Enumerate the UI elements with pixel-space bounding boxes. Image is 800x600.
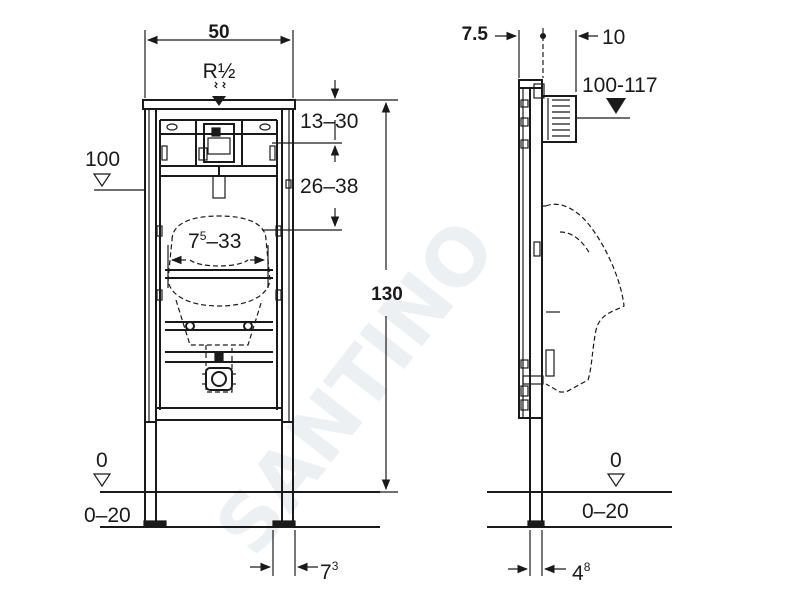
front-view: 50 R½ 13–30 26–38 75–33 <box>84 22 403 584</box>
bowl-mounting-bars <box>165 269 273 363</box>
flush-valve <box>195 119 243 199</box>
urinal-outline-side <box>522 203 625 393</box>
side-floor-level-label: 0 <box>610 449 622 472</box>
side-floor-level-marker <box>606 473 626 488</box>
dim-bowl-range <box>167 245 269 288</box>
front-frame <box>142 99 296 527</box>
side-supply-pipe <box>533 83 577 143</box>
width-label: 50 <box>208 22 229 43</box>
side-view: 7.5 10 100-117 0 0–20 48 <box>462 24 672 585</box>
drain-fitting <box>202 367 236 391</box>
dim-foot-offset <box>250 530 318 576</box>
dim-top-offset <box>272 80 398 144</box>
foot-offset-sup: 3 <box>332 559 339 573</box>
height-label: 130 <box>371 284 403 305</box>
front-floor-level-marker <box>92 473 112 488</box>
foot-width-main: 4 <box>572 562 584 585</box>
front-floor-range-label: 0–20 <box>84 504 131 527</box>
foot-width-sup: 8 <box>584 560 591 574</box>
bowl-range-sup: 5 <box>200 229 207 243</box>
dim-height <box>300 101 398 493</box>
foot-width-label: 48 <box>572 560 591 585</box>
connection-label: R½ <box>203 60 236 83</box>
front-floor-level-label: 0 <box>96 449 108 472</box>
valve-range-label: 26–38 <box>300 175 358 198</box>
top-offset-label: 13–30 <box>300 110 358 133</box>
dim-side-top <box>495 28 598 92</box>
dim-valve-range <box>262 144 342 231</box>
pipe-offset-label: 10 <box>602 26 625 49</box>
bowl-range-main: 7 <box>188 230 200 253</box>
pipe-range-label: 100-117 <box>582 74 658 97</box>
side-floor-range-label: 0–20 <box>582 500 629 523</box>
side-frame <box>518 79 545 527</box>
bowl-range-tail: –33 <box>206 230 241 253</box>
foot-offset-main: 7 <box>320 561 332 584</box>
foot-offset-label: 73 <box>320 559 339 584</box>
frame-offset-label: 7.5 <box>462 24 489 45</box>
dim-width <box>144 30 294 98</box>
watermark-text: SANTINO <box>199 205 514 572</box>
connection-symbol <box>212 81 226 106</box>
dim-foot-width <box>508 530 566 576</box>
bowl-range-label: 75–33 <box>188 229 241 253</box>
pipe-range-marker <box>576 98 630 119</box>
upper-level-marker <box>92 173 145 191</box>
upper-level-label: 100 <box>85 148 120 171</box>
